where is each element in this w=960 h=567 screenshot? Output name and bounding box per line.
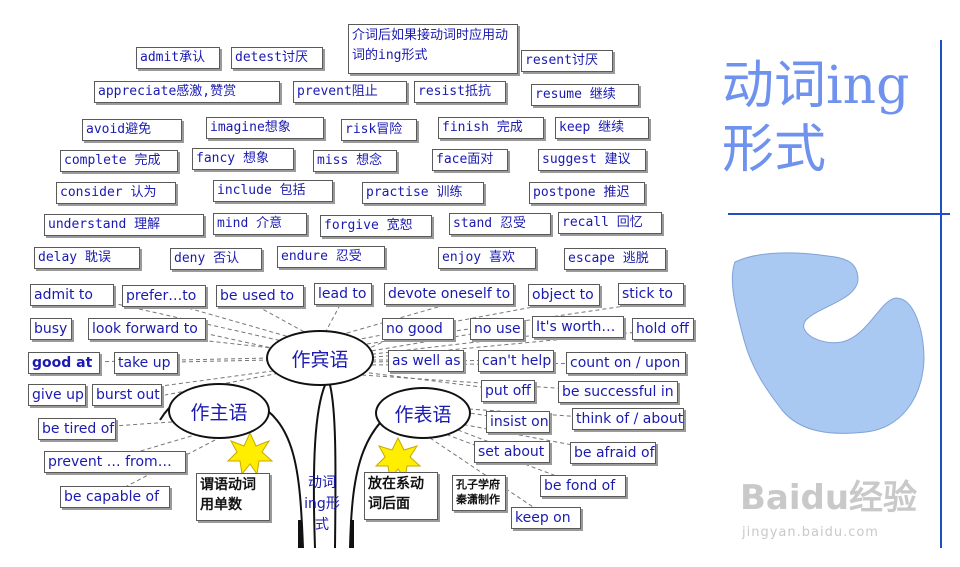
phrase-box: set about	[474, 441, 550, 463]
author-credit: 孔子学府秦潇制作	[452, 475, 506, 511]
verb-box: resist抵抗	[414, 81, 506, 103]
phrase-box: can't help	[478, 350, 554, 372]
verb-box: forgive 宽恕	[320, 215, 432, 237]
verb-box: enjoy 喜欢	[438, 247, 536, 269]
phrase-box: It's worth…	[532, 316, 624, 338]
note-box-preposition: 介词后如果接动词时应用动词的ing形式	[348, 24, 518, 74]
verb-box: fancy 想象	[192, 148, 294, 170]
verb-box: endure 忍受	[277, 246, 385, 268]
horizontal-divider	[728, 213, 950, 215]
oval-predicative: 作表语	[375, 387, 471, 439]
watermark-url: jingyan.baidu.com	[742, 525, 879, 540]
oval-subject: 作主语	[168, 383, 270, 439]
phrase-box: good at	[28, 352, 100, 374]
phrase-box: be fond of	[540, 475, 626, 497]
phrase-box: no use	[470, 318, 524, 340]
verb-box: practise 训练	[362, 182, 484, 204]
phrase-box: burst out	[92, 384, 162, 406]
verb-box: risk冒险	[341, 119, 417, 141]
verb-box: recall 回忆	[558, 212, 662, 234]
verb-box: delay 耽误	[34, 247, 140, 269]
phrase-box: stick to	[618, 283, 684, 305]
oval-object: 作宾语	[266, 330, 374, 386]
verb-box: avoid避免	[82, 119, 182, 141]
verb-box: prevent阻止	[293, 81, 407, 103]
phrase-box: prevent … from…	[44, 451, 186, 473]
verb-box: imagine想象	[206, 117, 324, 139]
note-predicative: 放在系动词后面	[364, 472, 438, 520]
phrase-box: hold off	[632, 318, 694, 340]
phrase-box: count on / upon	[566, 352, 686, 374]
verb-box: stand 忍受	[449, 213, 551, 235]
verb-box: suggest 建议	[538, 149, 646, 171]
phrase-box: be afraid of	[570, 442, 656, 464]
verb-box: finish 完成	[438, 117, 544, 139]
decorative-blob	[731, 252, 925, 434]
verb-box: understand 理解	[44, 214, 204, 236]
phrase-box: no good	[382, 318, 454, 340]
phrase-box: be successful in	[558, 381, 678, 403]
phrase-box: think of / about	[572, 408, 684, 430]
verb-box: escape 逃脱	[564, 248, 666, 270]
verb-box: face面对	[432, 149, 508, 171]
phrase-box: lead to	[314, 283, 372, 305]
verb-box: detest讨厌	[231, 47, 323, 69]
phrase-box: be tired of	[38, 418, 116, 440]
phrase-box: put off	[481, 380, 535, 402]
verb-box: appreciate感激,赞赏	[94, 81, 280, 103]
phrase-box: look forward to	[88, 318, 206, 340]
verb-box: mind 介意	[213, 213, 307, 235]
star-icon-subject	[226, 431, 274, 476]
verb-box: complete 完成	[60, 150, 178, 172]
verb-box: keep 继续	[555, 117, 649, 139]
phrase-box: busy	[30, 318, 72, 340]
phrase-box: devote oneself to	[384, 283, 514, 305]
phrase-box: give up	[28, 384, 86, 406]
page-title: 动词ing形式	[722, 56, 910, 180]
phrase-box: take up	[114, 352, 178, 374]
note-subject: 谓语动词用单数	[196, 473, 270, 521]
verb-box: miss 想念	[313, 150, 397, 172]
phrase-box: insist on	[486, 411, 550, 433]
phrase-box: keep on	[511, 507, 581, 529]
verb-box: resume 继续	[531, 84, 639, 106]
verb-box: admit承认	[136, 47, 220, 69]
vertical-divider	[940, 40, 942, 548]
phrase-box: as well as	[388, 350, 464, 372]
phrase-box: prefer…to	[122, 285, 206, 307]
phrase-box: be capable of	[60, 486, 170, 508]
watermark-logo: Baidu经验	[740, 478, 918, 518]
phrase-box: object to	[528, 284, 600, 306]
trunk-label: 动词ing形式	[304, 475, 340, 533]
phrase-box: be used to	[216, 285, 304, 307]
verb-box: include 包括	[213, 180, 333, 202]
phrase-box: admit to	[30, 284, 114, 306]
verb-box: resent讨厌	[521, 50, 613, 72]
verb-box: deny 否认	[170, 248, 262, 270]
star-icon-predicative	[374, 436, 422, 481]
verb-box: consider 认为	[56, 182, 176, 204]
verb-box: postpone 推迟	[529, 182, 645, 204]
